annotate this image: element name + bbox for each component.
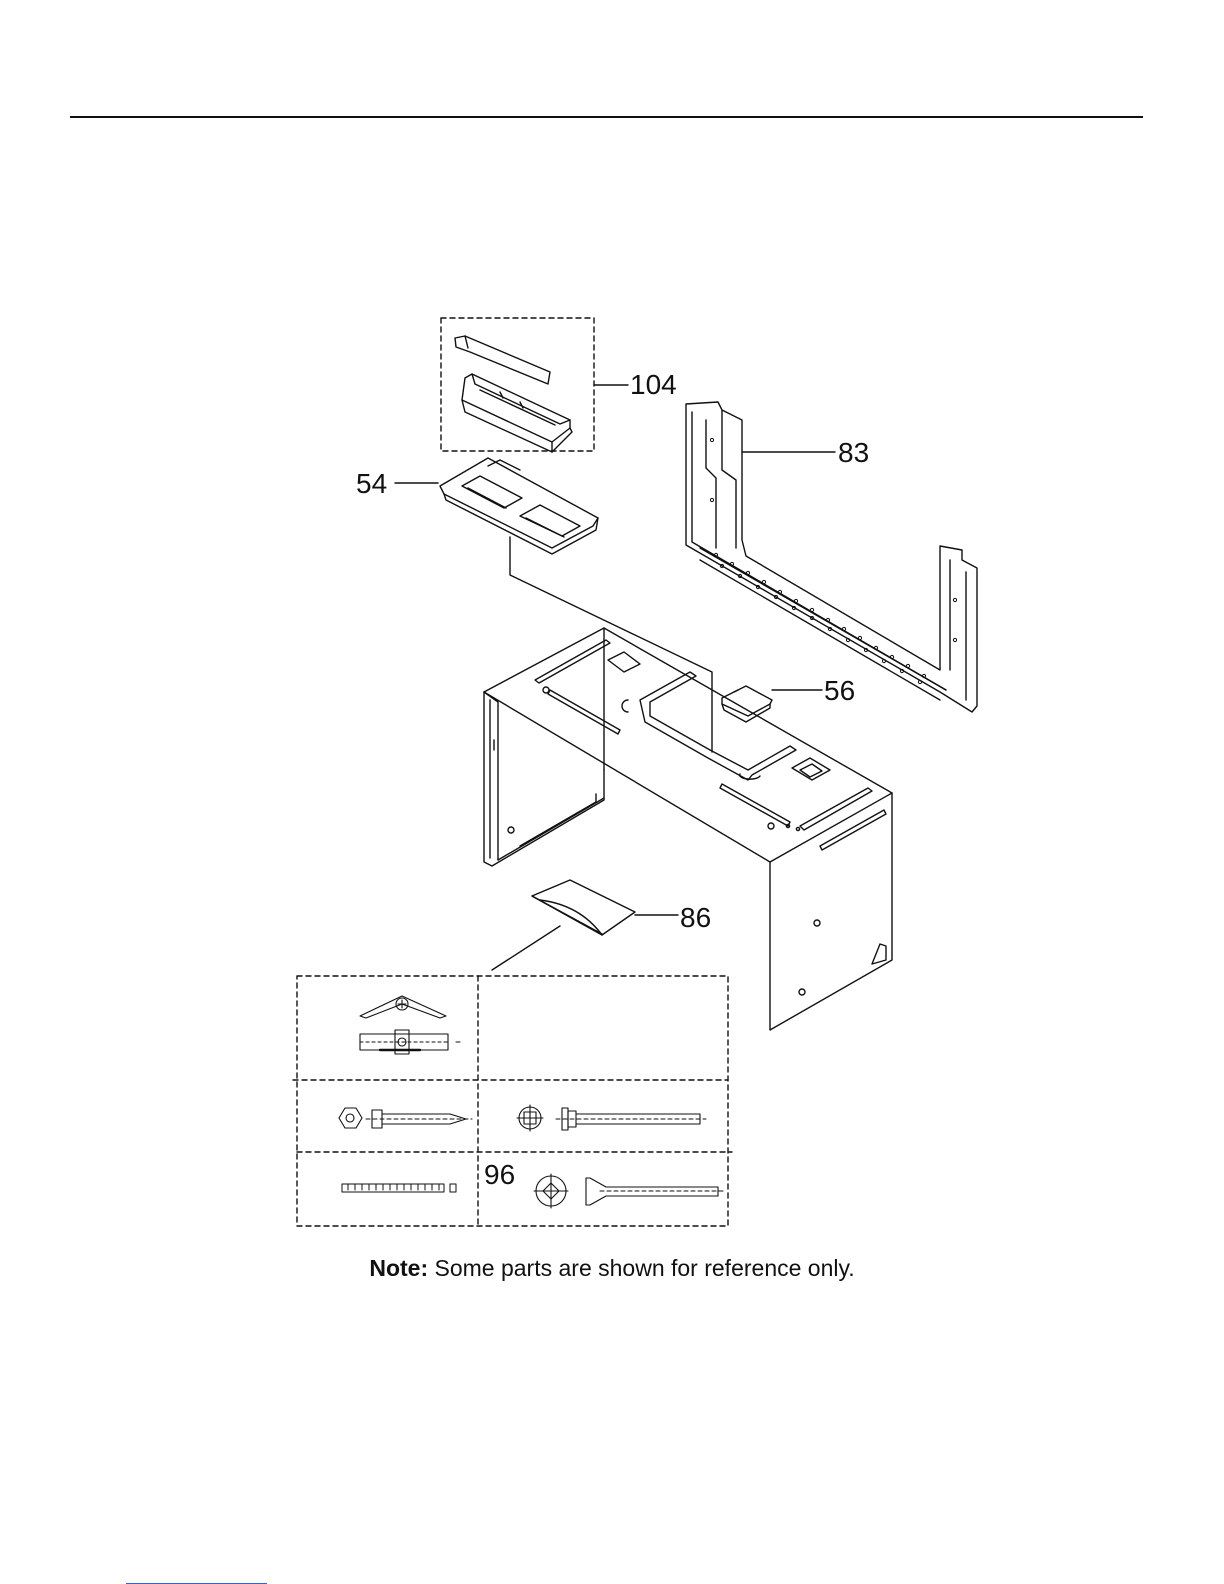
callout-86: 86 [680,902,711,933]
part-104-group: 104 [441,318,677,452]
toggle-bolt [360,996,460,1054]
part-56-group: 56 [722,675,855,722]
part-86-group: 86 [492,880,711,970]
note-text: Some parts are shown for reference only. [428,1255,855,1281]
callout-83: 83 [838,437,869,468]
part-83-group: 83 [686,402,977,712]
reference-note: Note: Some parts are shown for reference… [0,1255,1224,1282]
part-54-group: 54 [356,458,712,752]
frame-holes [710,438,956,683]
hardware-kit-group: 96 [293,976,732,1226]
part-96-bolt [534,1174,724,1208]
note-label: Note: [369,1255,428,1281]
gasket-strip [342,1184,456,1192]
callout-54: 54 [356,468,387,499]
callout-104: 104 [630,369,677,400]
callout-56: 56 [824,675,855,706]
hex-screw [339,1108,472,1128]
flange-bolt [517,1105,706,1131]
callout-96: 96 [484,1159,515,1190]
